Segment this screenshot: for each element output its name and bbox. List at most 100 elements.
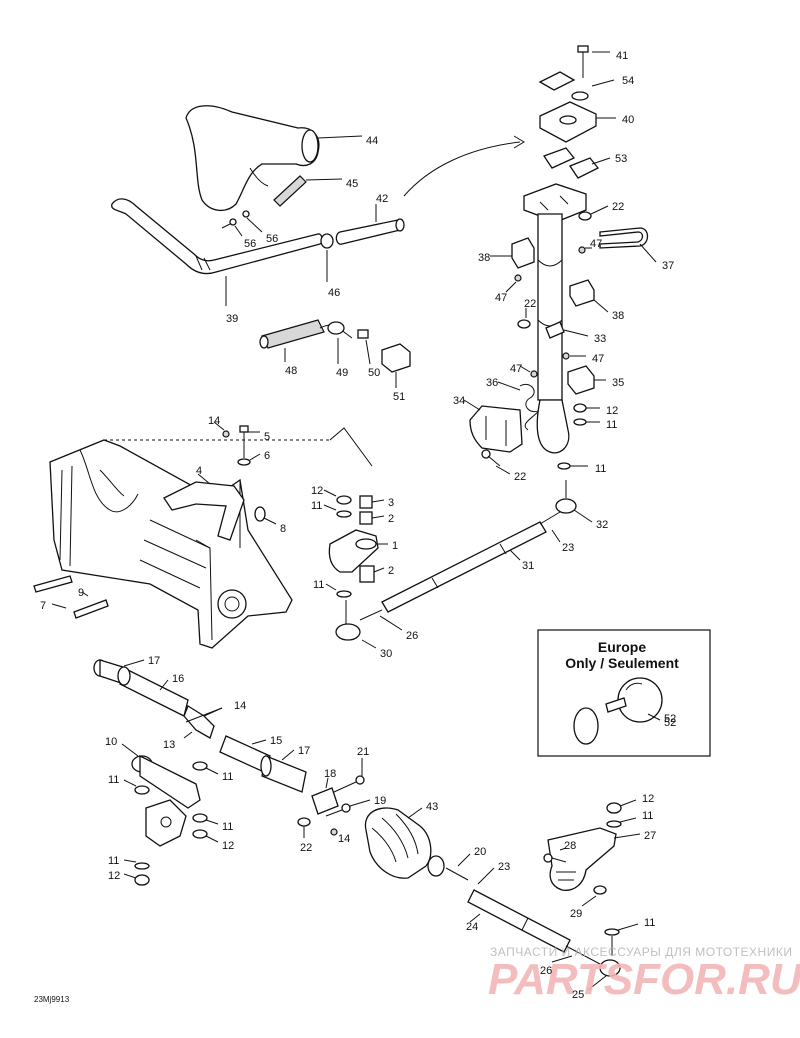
callout-c19: 19: [374, 795, 386, 807]
u-joint-13: [183, 705, 223, 739]
spacer-46: [320, 233, 334, 282]
callout-c24: 24: [466, 921, 478, 933]
bolts-7-9: [33, 575, 109, 619]
tie-rod-24: [467, 889, 571, 953]
callout-c12c: 12: [642, 793, 654, 805]
callout-c45: 45: [346, 178, 358, 190]
callout-c23a: 23: [562, 542, 574, 554]
callout-c25: 25: [572, 989, 584, 1001]
callout-c15: 15: [270, 735, 282, 747]
jam-nuts-23-26: [359, 511, 561, 631]
callout-c47b: 47: [495, 292, 507, 304]
washers-11-12-pitman: [123, 761, 219, 886]
callout-c31: 31: [522, 560, 534, 572]
callout-c39: 39: [226, 313, 238, 325]
bushing-38-lower: [569, 279, 609, 313]
handlebar-39: [111, 198, 323, 306]
wire-harness-49: [319, 321, 353, 364]
bushing-35: [567, 365, 606, 395]
callout-c36: 36: [486, 377, 498, 389]
callout-c53: 53: [615, 153, 627, 165]
callout-c21: 21: [357, 746, 369, 758]
plate-54: [538, 71, 615, 101]
bolts-28-29: [543, 847, 607, 907]
grease-fittings-47: [505, 246, 592, 378]
washers-11-12-pivot: [323, 489, 352, 598]
callout-c29: 29: [570, 908, 582, 920]
callout-c38a: 38: [478, 252, 490, 264]
grip-heater-48: [259, 319, 325, 362]
inset-title-line2: Only / Seulement: [565, 655, 679, 671]
bracket-34: [463, 399, 523, 453]
callout-c49: 49: [336, 367, 348, 379]
callout-c8: 8: [280, 523, 286, 535]
ball-joint-30: [335, 600, 377, 649]
grip-42: [335, 204, 405, 245]
callout-c38b: 38: [612, 310, 624, 322]
callout-c30: 30: [380, 648, 392, 660]
ball-joint-32: [555, 480, 593, 523]
callout-c43: 43: [426, 801, 438, 813]
callout-c11j: 11: [644, 917, 655, 929]
callout-c17b: 17: [298, 745, 310, 757]
washers-11-12-arm: [604, 799, 639, 956]
callout-c17a: 17: [148, 655, 160, 667]
connector-50: [357, 329, 371, 365]
callout-c11i: 11: [108, 855, 119, 867]
callout-c2b: 2: [388, 565, 394, 577]
nut-22-lower-screw-14: [297, 817, 338, 838]
callout-c52: 52: [664, 717, 676, 729]
support-bracket: [145, 799, 187, 847]
bolts-21-19: [325, 758, 371, 817]
clamp-40: [539, 101, 616, 143]
arrow-to-steering-column: [403, 135, 525, 197]
watermark-line2: PARTSFOR.RU: [488, 955, 800, 1004]
callout-c56b: 56: [266, 233, 278, 245]
callout-c48: 48: [285, 365, 297, 377]
washer-8: [254, 506, 277, 525]
callout-c10: 10: [105, 736, 117, 748]
nut-22-mid: [517, 308, 531, 329]
shaft-15: [219, 735, 307, 793]
boot-43: [364, 807, 445, 879]
callout-c11a: 11: [606, 419, 617, 431]
callout-c56a: 56: [244, 238, 256, 250]
handlebar-cover-44: [185, 105, 363, 211]
callout-c22a: 22: [612, 201, 624, 213]
callout-c42: 42: [376, 193, 388, 205]
callout-c27: 27: [644, 830, 656, 842]
callout-c33: 33: [594, 333, 606, 345]
callout-c23b: 23: [498, 861, 510, 873]
callout-c2a: 2: [388, 513, 394, 525]
inset-title-line1: Europe: [598, 639, 646, 655]
callout-c12e: 12: [108, 870, 120, 882]
callout-c11d: 11: [313, 579, 324, 591]
pivot-arm-1: [328, 529, 388, 573]
screw-14-top: [213, 421, 230, 438]
callout-c11c: 11: [311, 500, 322, 512]
u-bolt-37: [599, 227, 657, 263]
callout-c34: 34: [453, 395, 465, 407]
callout-c22c: 22: [514, 471, 526, 483]
callout-c51: 51: [393, 391, 405, 403]
callout-c47c: 47: [592, 353, 604, 365]
watermark: ЗАПЧАСТИ И АКСЕССУАРЫ ДЛЯ МОТОТЕХНИКИ PA…: [488, 945, 800, 1004]
callout-c12b: 12: [311, 485, 323, 497]
screws-56: [221, 210, 263, 237]
bracket-4: [163, 473, 245, 541]
callout-c14c: 14: [338, 833, 350, 845]
callout-c3: 3: [388, 497, 394, 509]
callout-c35: 35: [612, 377, 624, 389]
callout-c11g: 11: [642, 810, 653, 822]
callout-c40: 40: [622, 114, 634, 126]
shaft-16-17: [93, 659, 189, 717]
callout-c47d: 47: [510, 363, 522, 375]
callout-c5: 5: [264, 431, 270, 443]
callout-c32: 32: [596, 519, 608, 531]
callout-c22d: 22: [300, 842, 312, 854]
callout-c14a: 14: [208, 415, 220, 427]
callout-c6: 6: [264, 450, 270, 462]
